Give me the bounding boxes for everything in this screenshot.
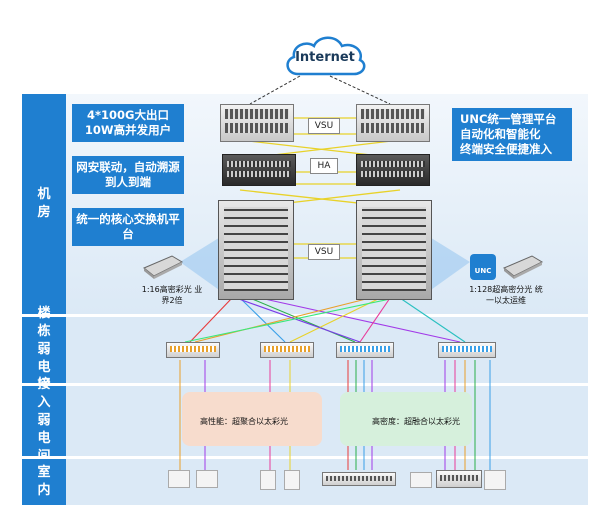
building-switch-1 [166,342,220,358]
feature-box-bandwidth: 4*100G大出口 10W高并发用户 [72,104,184,142]
optical-module-left-icon [143,255,184,279]
core-switch-right [356,200,432,300]
access-point-1 [168,470,190,488]
internet-label: Internet [295,50,355,65]
panel-ap-1 [260,470,276,490]
unc-logo-icon: UNC [470,254,496,280]
feature-box-security: 网安联动，自动溯源到人到端 [72,156,184,194]
building-switch-2 [260,342,314,358]
building-switch-4 [438,342,496,358]
zone-label-machine-room: 机房 [22,94,66,314]
access-switch-indoor-2 [436,470,482,488]
cloud-icon [286,36,366,76]
unc-line-2: 自动化和智能化 [460,127,541,141]
optics-caption-right: 1:128超高密分光 统一以太运维 [469,285,543,305]
band-label-high-density: 高密度：超融合以太彩光 [372,417,460,426]
zone-label-indoor: 室内 [22,459,66,505]
unc-platform-box: UNC统一管理平台 自动化和智能化 终端安全便捷准入 [452,108,572,161]
band-high-density [340,392,472,446]
terminal-device-small [410,472,432,488]
egress-router-right [356,104,430,142]
band-label-high-performance: 高性能：超聚合以太彩光 [200,417,288,426]
building-switch-3 [336,342,394,358]
egress-router-left [220,104,294,142]
optical-module-right-icon [503,255,544,279]
unc-logo-text: UNC [474,267,492,275]
core-switch-left [218,200,294,300]
access-point-3 [484,470,506,490]
unc-line-3: 终端安全便捷准入 [460,142,552,156]
unc-line-1: UNC统一管理平台 [460,112,557,126]
panel-ap-2 [284,470,300,490]
band-high-performance [182,392,322,446]
ha-tag: HA [310,158,338,174]
optics-caption-left: 1:16高密彩光 业界2倍 [141,285,203,305]
zone-label-building-closet: 楼栋弱电间 [22,306,66,393]
security-appliance-left [222,154,296,186]
feature-box-core-platform: 统一的核心交换机平台 [72,208,184,246]
security-appliance-right [356,154,430,186]
access-point-2 [196,470,218,488]
vsu-tag-top: VSU [308,118,340,134]
access-switch-indoor-1 [322,472,396,486]
vsu-tag-core: VSU [308,244,340,260]
